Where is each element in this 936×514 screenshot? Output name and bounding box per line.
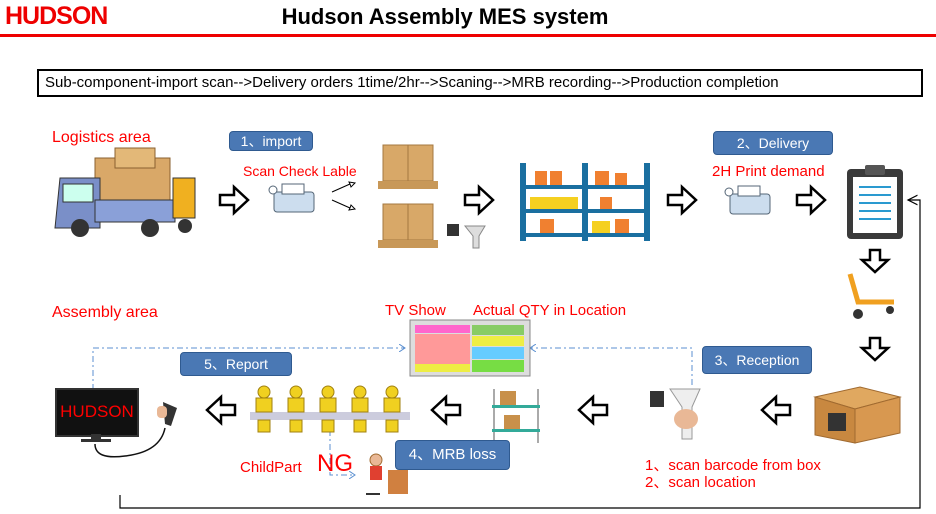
operator-at-desk-icon — [366, 453, 408, 495]
logistics-area-label: Logistics area — [52, 129, 151, 146]
clipboard-icon — [847, 165, 903, 239]
warehouse-shelf-image — [520, 163, 650, 241]
scan-check-label: Scan Check Lable — [243, 163, 357, 179]
page-title: Hudson Assembly MES system — [281, 4, 609, 29]
ng-label: NG — [317, 450, 353, 477]
header-divider — [0, 34, 936, 37]
printer-icon — [724, 185, 771, 215]
actual-qty-label: Actual QTY in Location — [473, 302, 627, 319]
tv-show-label: TV Show — [385, 302, 446, 319]
step-reception-badge: 3、Reception — [702, 346, 812, 374]
scanner-hand-image — [650, 388, 701, 440]
parts-cart-icon — [492, 389, 540, 443]
step-import-badge: 1、import — [229, 131, 313, 151]
monitor-stand-cable — [81, 427, 166, 458]
print-demand-label: 2H Print demand — [712, 163, 825, 180]
hudson-logo: HUDSON — [5, 2, 108, 30]
scan-barcode-step: 1、scan barcode from box — [645, 457, 821, 474]
pallet-boxes-icon — [378, 203, 438, 248]
cardboard-box-icon — [813, 386, 902, 444]
monitor-display: HUDSON — [55, 388, 139, 437]
step-report-badge: 5、Report — [180, 352, 292, 376]
barcode-scanner-icon — [447, 224, 486, 249]
pallet-boxes-icon — [378, 144, 438, 189]
pallet-jack-icon — [847, 273, 894, 319]
assembly-area-label: Assembly area — [52, 304, 158, 321]
step-delivery-badge: 2、Delivery — [713, 131, 833, 155]
tv-dashboard-image — [409, 319, 531, 377]
childpart-label: ChildPart — [240, 459, 302, 476]
monitor-brand-text: HUDSON — [60, 402, 134, 421]
flow-summary-box: Sub-component-import scan-->Delivery ord… — [37, 69, 923, 97]
handheld-scanner-icon — [157, 402, 177, 426]
scan-location-step: 2、scan location — [645, 474, 756, 491]
truck-image — [54, 147, 196, 237]
assembly-workers-image — [250, 385, 410, 433]
step-mrb-loss-badge: 4、MRB loss — [395, 440, 510, 470]
printer-icon — [268, 183, 315, 213]
